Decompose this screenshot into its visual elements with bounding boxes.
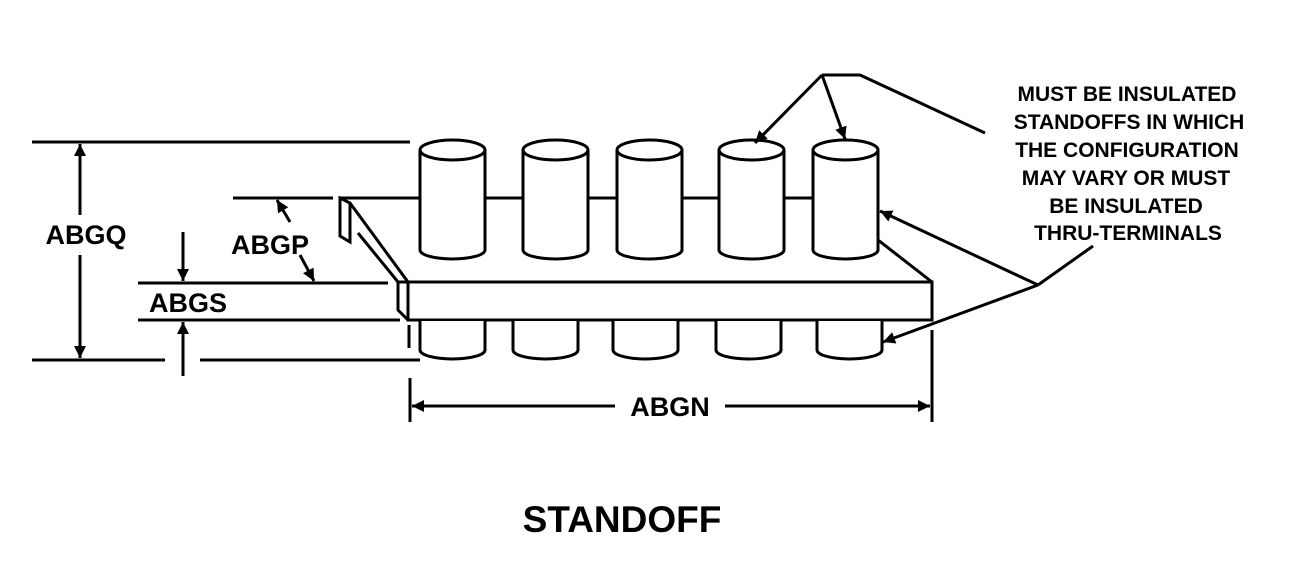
- dimension-abgs: ABGS: [149, 232, 227, 376]
- note-line: THRU-TERMINALS: [1034, 222, 1222, 245]
- callout-note: MUST BE INSULATED STANDOFFS IN WHICH THE…: [1014, 83, 1245, 245]
- label-abgp: ABGP: [231, 230, 309, 260]
- label-abgq: ABGQ: [46, 220, 127, 250]
- note-line: BE INSULATED: [1049, 195, 1203, 218]
- note-line: MAY VARY OR MUST: [1022, 167, 1231, 190]
- bottom-standoff: [815, 321, 884, 361]
- bottom-standoff: [418, 321, 487, 361]
- top-standoffs: [418, 138, 880, 261]
- bottom-standoff: [714, 321, 783, 361]
- dimension-abgp: ABGP: [138, 196, 400, 322]
- note-line: STANDOFFS IN WHICH: [1014, 111, 1245, 134]
- label-abgs: ABGS: [149, 288, 227, 318]
- bottom-standoff: [511, 321, 580, 361]
- dimension-abgq: ABGQ: [32, 140, 420, 362]
- bottom-standoff: [611, 321, 680, 361]
- top-standoff: [521, 138, 590, 261]
- top-standoff: [717, 138, 786, 261]
- top-standoff: [615, 138, 684, 261]
- bottom-standoffs: [418, 321, 884, 361]
- note-line: THE CONFIGURATION: [1015, 139, 1239, 162]
- diagram-title: STANDOFF: [523, 499, 722, 540]
- note-line: MUST BE INSULATED: [1018, 83, 1237, 106]
- top-standoff: [811, 138, 880, 261]
- top-standoff: [418, 138, 487, 261]
- dimension-abgn: ABGN: [408, 330, 934, 422]
- label-abgn: ABGN: [630, 392, 710, 422]
- callout-leaders: [753, 73, 1094, 344]
- board: [338, 195, 934, 348]
